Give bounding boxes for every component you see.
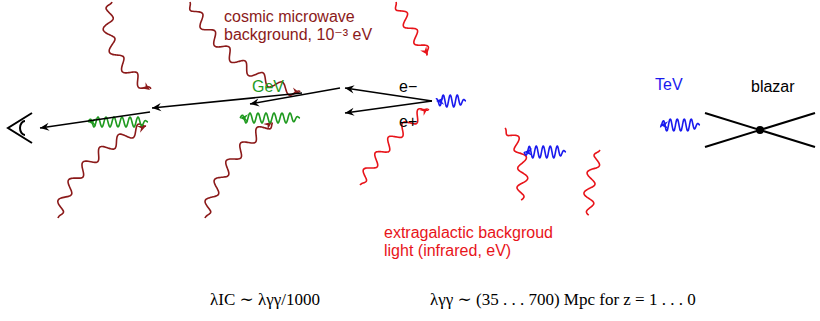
arrow-head: [40, 123, 50, 131]
label: λγγ ∼ (35 . . . 700) Mpc for z = 1 . . .…: [430, 290, 696, 310]
label: e+: [399, 113, 417, 131]
lepton-track: [152, 93, 302, 108]
photon-wave: [58, 124, 146, 218]
arrow-head: [660, 121, 668, 128]
photon-wave: [584, 150, 600, 215]
arrow-head: [250, 98, 260, 106]
blazar-core: [756, 126, 764, 134]
eye-pupil: [20, 121, 25, 135]
label: e−: [399, 78, 417, 96]
lepton-track: [345, 101, 432, 113]
photon-wave: [360, 109, 429, 185]
photon-wave: [436, 95, 466, 107]
arrow-head: [345, 108, 355, 116]
photon-wave: [660, 119, 700, 131]
label: cosmic microwave background, 10⁻³ eV: [224, 8, 389, 45]
arrow-head: [436, 97, 444, 104]
label: λIC ∼ λγγ/1000: [210, 290, 320, 310]
lepton-track: [345, 88, 432, 101]
photon-lines: [58, 2, 700, 218]
photon-wave: [505, 128, 528, 200]
blazar-symbol: [705, 113, 815, 147]
label: blazar: [751, 78, 795, 96]
arrow-head: [152, 103, 161, 111]
lepton-track: [40, 112, 150, 128]
label: GeV: [252, 78, 284, 96]
arrow-head: [137, 126, 146, 133]
photon-wave: [395, 2, 428, 56]
photon-wave: [524, 146, 566, 158]
arrow-head: [419, 108, 428, 116]
label: TeV: [655, 76, 683, 94]
photon-wave: [240, 113, 300, 123]
jet-line: [705, 113, 815, 147]
arrow-head: [240, 114, 248, 121]
lepton-lines: [40, 85, 432, 130]
observer-eye: [8, 113, 32, 143]
arrow-head: [420, 46, 428, 55]
arrow-head: [141, 82, 150, 90]
jet-line: [705, 113, 815, 147]
arrow-head: [524, 148, 532, 155]
photon-wave: [88, 117, 148, 127]
photon-wave: [103, 2, 151, 89]
eye-outline: [8, 113, 32, 143]
label: extragalactic backgroud light (infrared,…: [384, 224, 584, 261]
arrow-head: [345, 85, 355, 93]
photon-wave: [205, 123, 272, 219]
